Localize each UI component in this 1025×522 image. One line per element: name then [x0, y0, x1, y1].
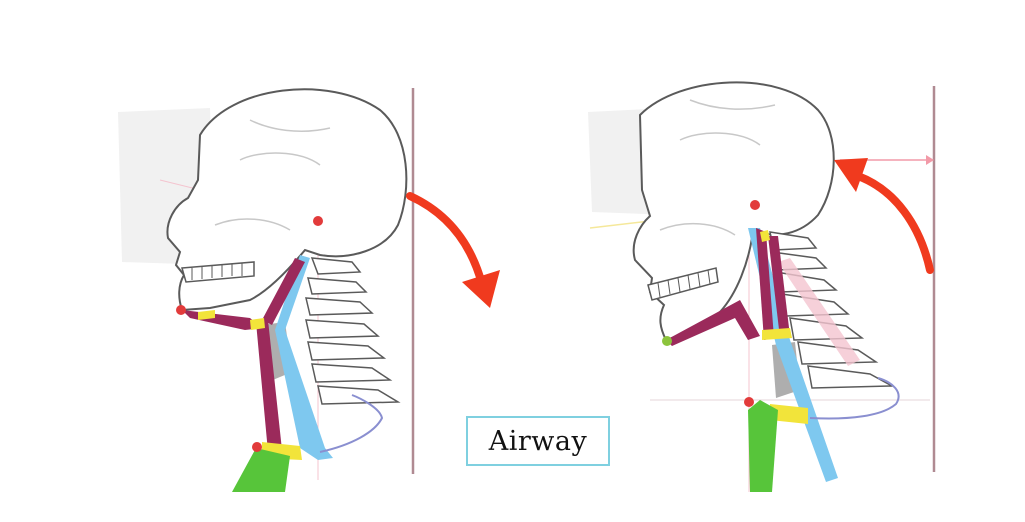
left-muscle-upper [262, 258, 305, 325]
left-muscle-lower [256, 320, 282, 452]
left-skull-detail [214, 119, 331, 231]
right-muscle-anterior [756, 228, 774, 340]
right-distance-arrowhead [926, 155, 934, 165]
right-skull-detail [659, 99, 776, 236]
right-teeth [647, 267, 719, 301]
left-hyoid [198, 310, 215, 320]
left-panel [118, 88, 500, 492]
left-esophagus-outline [319, 394, 384, 453]
left-skull [166, 88, 408, 312]
right-panel [588, 81, 936, 492]
left-teeth [181, 261, 255, 283]
right-muscle-posterior [768, 236, 790, 338]
right-lower-hyoid [770, 404, 808, 424]
left-cervical-spine [305, 257, 401, 405]
right-point-skull [750, 200, 760, 210]
right-muscle-jaw [666, 300, 760, 346]
right-trachea [748, 400, 778, 492]
right-rotation-arrow [854, 172, 934, 274]
right-point-hyoid [744, 397, 754, 407]
right-muscle-faint [778, 258, 860, 366]
left-airway [275, 255, 333, 460]
right-teeth-lines [657, 269, 711, 298]
right-arrow-head [834, 158, 868, 192]
left-point-hyoid [252, 442, 262, 452]
right-hyoid [762, 328, 792, 340]
left-point-skull [313, 216, 323, 226]
right-hyoid-joint [760, 230, 770, 242]
right-point-chin [662, 336, 672, 346]
left-teeth-lines [191, 263, 243, 280]
left-point-chin [176, 305, 186, 315]
left-rotation-arrow [406, 192, 486, 288]
left-hyoid-joint [250, 318, 265, 330]
left-arrow-head [462, 270, 500, 308]
left-trachea [232, 448, 290, 492]
airway-label: Airway [466, 416, 610, 466]
right-esophagus-outline [809, 377, 900, 420]
